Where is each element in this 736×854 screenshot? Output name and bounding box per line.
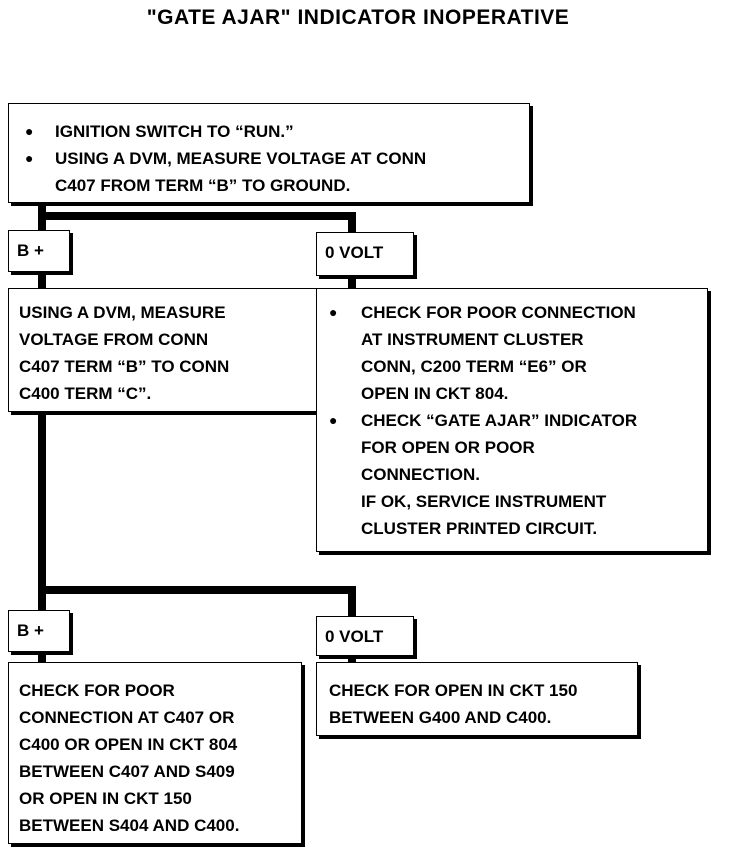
connector-top-horizontal [38,212,356,220]
step-text: CHECK FOR OPEN IN CKT 150 [329,681,578,700]
step-text: CONNECTION. [361,465,480,484]
check-open-ckt-box: CHECK FOR OPEN IN CKT 150 BETWEEN G400 A… [316,662,638,736]
result-label-b-plus: B + [8,230,70,272]
connector-top-right-vertical [348,212,356,236]
check-item: ● CHECK “GATE AJAR” INDICATOR FOR OPEN O… [329,407,707,542]
step-text: C407 TERM “B” TO CONN [19,357,230,376]
step-text: C400 OR OPEN IN CKT 804 [19,735,238,754]
check-item: ● CHECK FOR POOR CONNECTION AT INSTRUMEN… [329,299,707,407]
bullet-icon: ● [25,123,34,139]
connector-mid-right-vertical [348,586,356,622]
step-text: OR OPEN IN CKT 150 [19,789,192,808]
step-text: BETWEEN C407 AND S409 [19,762,235,781]
step-text: CONNECTION AT C407 OR [19,708,235,727]
result-label-b-plus-2: B + [8,610,70,652]
top-step-item: ● USING A DVM, MEASURE VOLTAGE AT CONN C… [25,145,529,199]
step-text: FOR OPEN OR POOR [361,438,535,457]
step-text: IF OK, SERVICE INSTRUMENT [361,492,607,511]
connector-top-vertical [38,204,46,240]
step-text: CONN, C200 TERM “E6” OR [361,357,587,376]
connector-right-0v2-stub [348,654,356,664]
step-text: USING A DVM, MEASURE VOLTAGE AT CONN [55,149,427,168]
step-text: OPEN IN CKT 804. [361,384,509,403]
page-title: "GATE AJAR" INDICATOR INOPERATIVE [146,6,570,29]
check-poor-connection-box: CHECK FOR POOR CONNECTION AT C407 OR C40… [8,662,302,844]
connector-left-b2-stub [38,650,46,664]
bullet-icon: ● [25,150,34,166]
bullet-icon: ● [329,412,338,428]
connector-right-0v-stub [348,276,356,290]
step-text: CLUSTER PRINTED CIRCUIT. [361,519,598,538]
measure-voltage-box: USING A DVM, MEASURE VOLTAGE FROM CONN C… [8,288,322,412]
bullet-icon: ● [329,304,338,320]
step-text: USING A DVM, MEASURE [19,303,226,322]
step-text: CHECK “GATE AJAR” INDICATOR [361,411,638,430]
connector-left-b-stub [38,270,46,290]
step-text: AT INSTRUMENT CLUSTER [361,330,584,349]
step-text: IGNITION SWITCH TO “RUN.” [55,122,294,141]
top-step-item: ● IGNITION SWITCH TO “RUN.” [25,118,529,145]
connector-mid-horizontal [38,586,356,594]
step-text: BETWEEN S404 AND C400. [19,816,240,835]
step-text: C400 TERM “C”. [19,384,152,403]
result-label-0-volt-2: 0 VOLT [316,616,414,656]
step-text: CHECK FOR POOR CONNECTION [361,303,636,322]
connector-mid-vertical [38,412,46,612]
result-label-0-volt: 0 VOLT [316,232,414,276]
check-connection-box: ● CHECK FOR POOR CONNECTION AT INSTRUMEN… [316,288,708,552]
step-text: CHECK FOR POOR [19,681,175,700]
step-text: BETWEEN G400 AND C400. [329,708,552,727]
step-text: VOLTAGE FROM CONN [19,330,209,349]
top-step-box: ● IGNITION SWITCH TO “RUN.” ● USING A DV… [8,103,530,203]
step-text: C407 FROM TERM “B” TO GROUND. [55,176,351,195]
